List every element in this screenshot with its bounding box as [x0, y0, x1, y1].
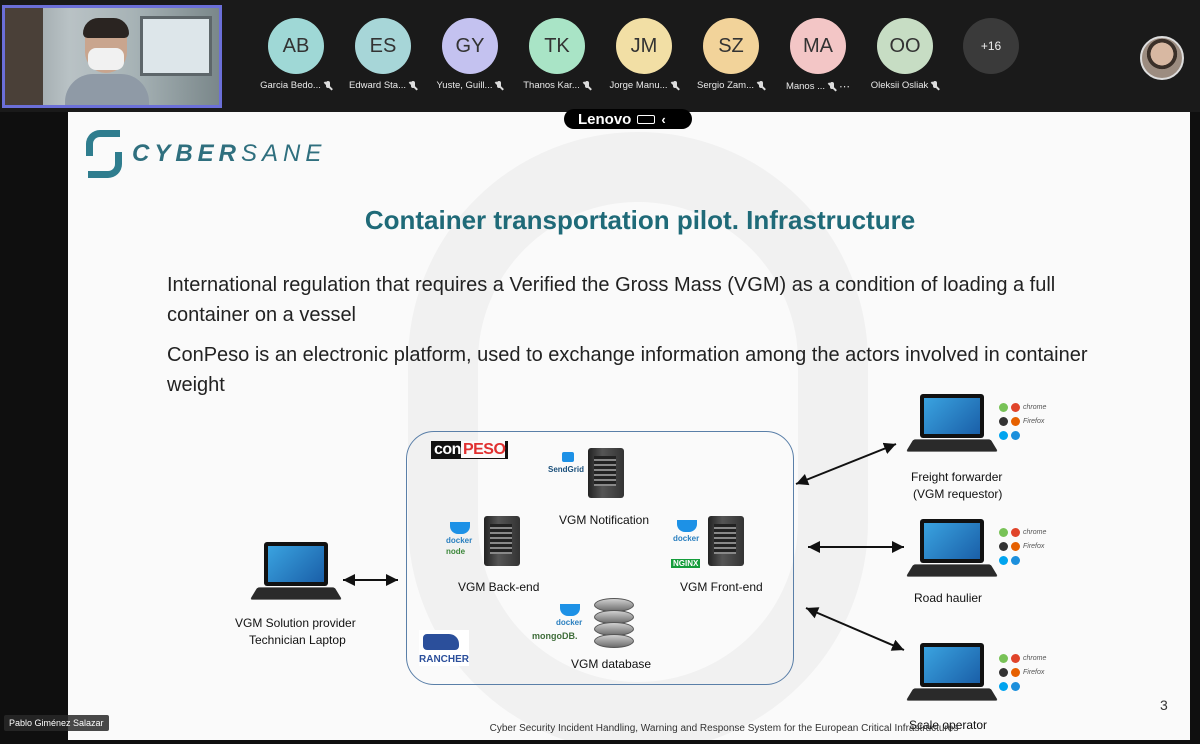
- mic-off-icon: [409, 80, 417, 91]
- scale-operator-label: Scale operator: [909, 718, 988, 732]
- participant-avatar: OO: [877, 18, 933, 74]
- participant-tile[interactable]: ES Edward Sta...: [343, 18, 423, 91]
- docker-label: docker: [446, 536, 473, 545]
- browser-support-icons: chrome Firefox: [999, 526, 1051, 568]
- mic-off-icon: [828, 81, 836, 92]
- cybersane-logo-mark: [86, 130, 122, 178]
- server-icon: [484, 516, 520, 566]
- participant-tile[interactable]: SZ Sergio Zam...: [691, 18, 771, 91]
- freight-label: Freight forwarder: [911, 470, 1003, 484]
- video-window: [140, 16, 212, 76]
- laptop-icon: [249, 542, 343, 604]
- sendgrid-icon: [562, 452, 574, 462]
- participant-name: Oleksii Osliak: [870, 80, 929, 91]
- mic-off-icon: [931, 80, 939, 91]
- docker-icon: [560, 604, 580, 616]
- participant-name: Jorge Manu...: [609, 80, 668, 91]
- freight-label: (VGM requestor): [913, 487, 1003, 501]
- slide-page-number: 3: [1160, 697, 1168, 713]
- laptop-icon: [905, 394, 999, 456]
- node-label: node: [446, 547, 466, 556]
- browser-support-icons: chrome Firefox: [999, 652, 1051, 694]
- video-shelf: [5, 8, 43, 105]
- participant-avatar: TK: [529, 18, 585, 74]
- participant-avatar: JM: [616, 18, 672, 74]
- video-person: [65, 16, 149, 105]
- rancher-icon: [419, 630, 469, 666]
- mic-off-icon: [757, 80, 765, 91]
- provider-label: VGM Solution provider: [235, 616, 356, 630]
- mic-off-icon: [583, 80, 591, 91]
- docker-label: docker: [673, 534, 700, 543]
- mic-off-icon: [495, 80, 503, 91]
- participant-tile[interactable]: JM Jorge Manu...: [604, 18, 684, 91]
- nginx-label: NGINX: [671, 559, 701, 568]
- slide-bullet: International regulation that requires a…: [167, 274, 1056, 326]
- docker-icon: [450, 522, 470, 534]
- device-toolbar[interactable]: Lenovo ‹: [564, 109, 692, 129]
- docker-label: docker: [556, 618, 583, 627]
- participant-tile[interactable]: OO Oleksii Osliak: [865, 18, 945, 91]
- cybersane-logo: CYBERSANE: [86, 130, 326, 178]
- logo-text-cyber: CYBER: [132, 140, 242, 167]
- slide-footer: Cyber Security Incident Handling, Warnin…: [489, 723, 959, 734]
- device-brand: Lenovo: [578, 110, 632, 128]
- participant-name: Thanos Kar...: [523, 80, 580, 91]
- rancher-label: RANCHER: [419, 654, 469, 665]
- laptop-icon: [905, 643, 999, 705]
- participant-avatar: GY: [442, 18, 498, 74]
- chevron-left-icon[interactable]: ‹: [661, 111, 666, 127]
- participant-name: Sergio Zam...: [696, 80, 755, 91]
- participant-name: Yuste, Guill...: [436, 80, 493, 91]
- participant-name: Manos ...: [785, 81, 826, 92]
- participant-tile[interactable]: AB Garcia Bedo...: [256, 18, 336, 91]
- laptop-icon: [905, 519, 999, 581]
- mic-off-icon: [671, 80, 679, 91]
- provider-label: Technician Laptop: [249, 633, 346, 647]
- browser-support-icons: chrome Firefox: [999, 401, 1051, 443]
- database-icon: [594, 598, 634, 650]
- participant-avatar: SZ: [703, 18, 759, 74]
- participant-tile[interactable]: TK Thanos Kar...: [517, 18, 597, 91]
- meeting-top-bar: AB Garcia Bedo... ES Edward Sta... GY Yu…: [0, 0, 1200, 112]
- participant-tile[interactable]: MA Manos ... ⋯: [778, 18, 858, 93]
- more-participants-button[interactable]: +16: [963, 18, 1019, 74]
- logo-text-sane: SANE: [241, 140, 327, 167]
- vgm-backend-label: VGM Back-end: [458, 580, 540, 594]
- mongodb-label: mongoDB.: [532, 631, 578, 641]
- participant-name: Garcia Bedo...: [260, 80, 321, 91]
- conpeso-platform-box: [406, 431, 794, 685]
- window-icon[interactable]: [637, 114, 656, 124]
- server-icon: [588, 448, 624, 498]
- vgm-database-label: VGM database: [571, 657, 652, 671]
- sendgrid-label: SendGrid: [548, 465, 585, 474]
- slide-title: Container transportation pilot. Infrastr…: [364, 205, 916, 235]
- vgm-notification-label: VGM Notification: [559, 513, 650, 527]
- docker-icon: [677, 520, 697, 532]
- participant-tile[interactable]: GY Yuste, Guill...: [430, 18, 510, 91]
- more-options-icon[interactable]: ⋯: [839, 81, 851, 93]
- slide-bullet: ConPeso is an electronic platform, used …: [167, 344, 1088, 396]
- speaker-name-label: Pablo Giménez Salazar: [4, 715, 109, 731]
- mic-off-icon: [324, 80, 332, 91]
- participant-avatar: ES: [355, 18, 411, 74]
- road-haulier-label: Road haulier: [914, 591, 983, 605]
- participant-avatar: AB: [268, 18, 324, 74]
- participant-avatar: MA: [790, 18, 846, 74]
- vgm-frontend-label: VGM Front-end: [680, 580, 763, 594]
- participant-name: Edward Sta...: [348, 80, 407, 91]
- server-icon: [708, 516, 744, 566]
- speaker-video-tile[interactable]: [2, 5, 222, 108]
- self-avatar[interactable]: [1140, 36, 1184, 80]
